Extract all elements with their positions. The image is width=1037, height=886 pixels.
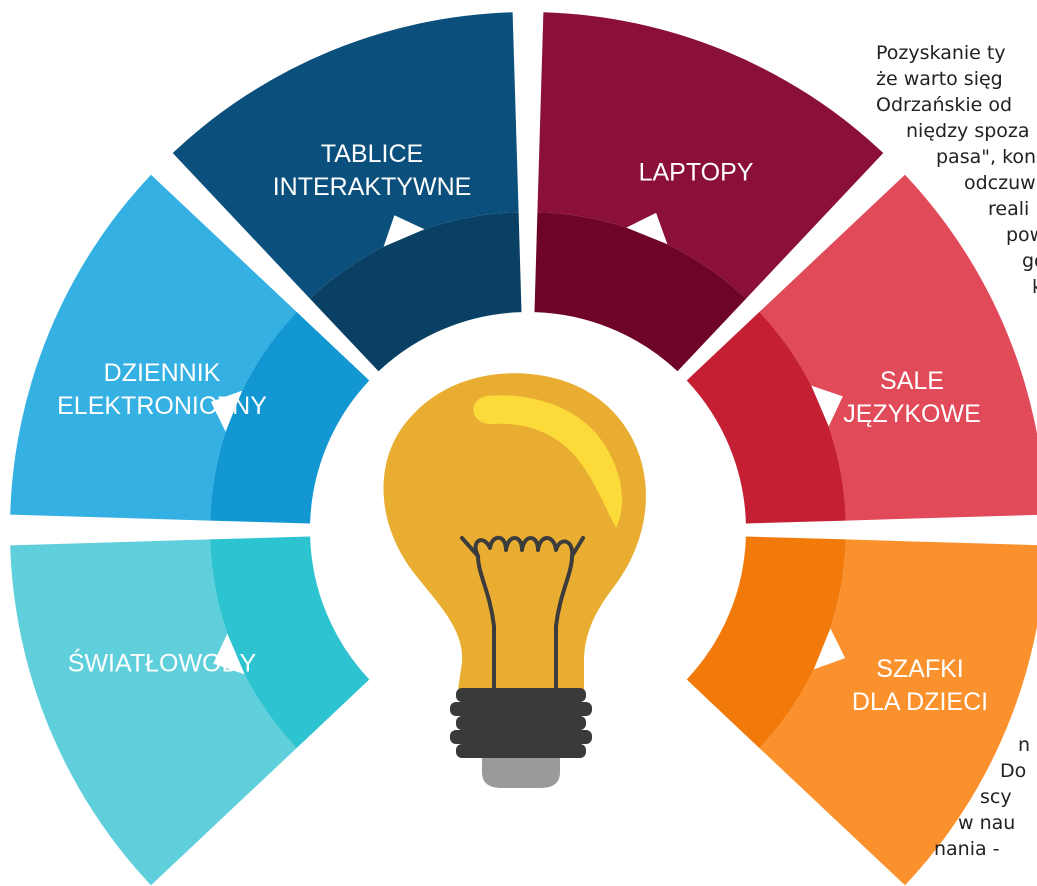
- article-text-line: niędzy spoza: [906, 120, 1030, 142]
- segment-sale: [686, 174, 1037, 524]
- label-swiatlowody: ŚWIATŁOWODY: [67, 649, 257, 678]
- segment-dziennik-notch: [210, 390, 243, 432]
- article-text-line: pasa", kon: [936, 146, 1037, 168]
- filament: [460, 535, 585, 692]
- lightbulb-icon: [383, 373, 646, 788]
- segment-dziennik-outer: [10, 174, 297, 521]
- segment-szafki: [686, 536, 1037, 886]
- segment-laptopy-notch: [626, 212, 668, 245]
- segment-sale-inner: [686, 311, 846, 524]
- label-laptopy: LAPTOPY: [638, 158, 754, 187]
- article-text-line: nania -: [934, 838, 1000, 860]
- segment-swiatlowody-inner: [210, 536, 370, 749]
- segment-swiatlowody-notch: [213, 633, 245, 675]
- segment-szafki-notch: [813, 628, 846, 670]
- segment-swiatlowody: [10, 536, 370, 886]
- segment-sale-outer: [759, 174, 1037, 521]
- segment-sale-notch: [811, 385, 843, 427]
- bulb-base-ring: [456, 744, 586, 758]
- segment-tablice-inner: [309, 212, 522, 372]
- article-text-line: Do: [1000, 760, 1027, 782]
- article-text-line: w nau: [958, 812, 1016, 834]
- bulb-base-tip: [482, 758, 560, 788]
- article-text-line: k: [1032, 274, 1037, 300]
- article-text-line: scy: [980, 786, 1012, 808]
- bulb-base-ring: [456, 716, 586, 730]
- bulb-base-top: [456, 688, 586, 702]
- article-text-line: go: [1022, 250, 1037, 272]
- bulb-base-ring: [450, 730, 592, 744]
- segment-tablice-notch: [383, 215, 425, 247]
- article-text-line: odczuw: [964, 172, 1036, 194]
- article-text-line: że warto sięg: [876, 68, 1003, 90]
- bulb-base-ring: [450, 702, 592, 716]
- segment-dziennik-inner: [210, 311, 370, 524]
- article-text-line: n: [1018, 734, 1031, 756]
- segment-laptopy: [534, 12, 884, 372]
- segment-tablice: [172, 12, 522, 372]
- article-text-line: reali: [988, 198, 1030, 220]
- segment-dziennik: [10, 174, 370, 524]
- segment-laptopy-inner: [534, 212, 747, 372]
- bulb-highlight: [473, 395, 623, 528]
- segment-szafki-outer: [759, 539, 1037, 886]
- article-text-line: Odrzańskie od: [876, 94, 1013, 116]
- segment-szafki-inner: [686, 536, 846, 749]
- segment-tablice-outer: [172, 12, 519, 299]
- segment-laptopy-outer: [537, 12, 884, 299]
- article-text-line: Pozyskanie ty: [876, 42, 1006, 64]
- article-text-line: pow: [1006, 224, 1037, 246]
- segments-layer: [10, 12, 1037, 886]
- segment-swiatlowody-outer: [10, 539, 297, 886]
